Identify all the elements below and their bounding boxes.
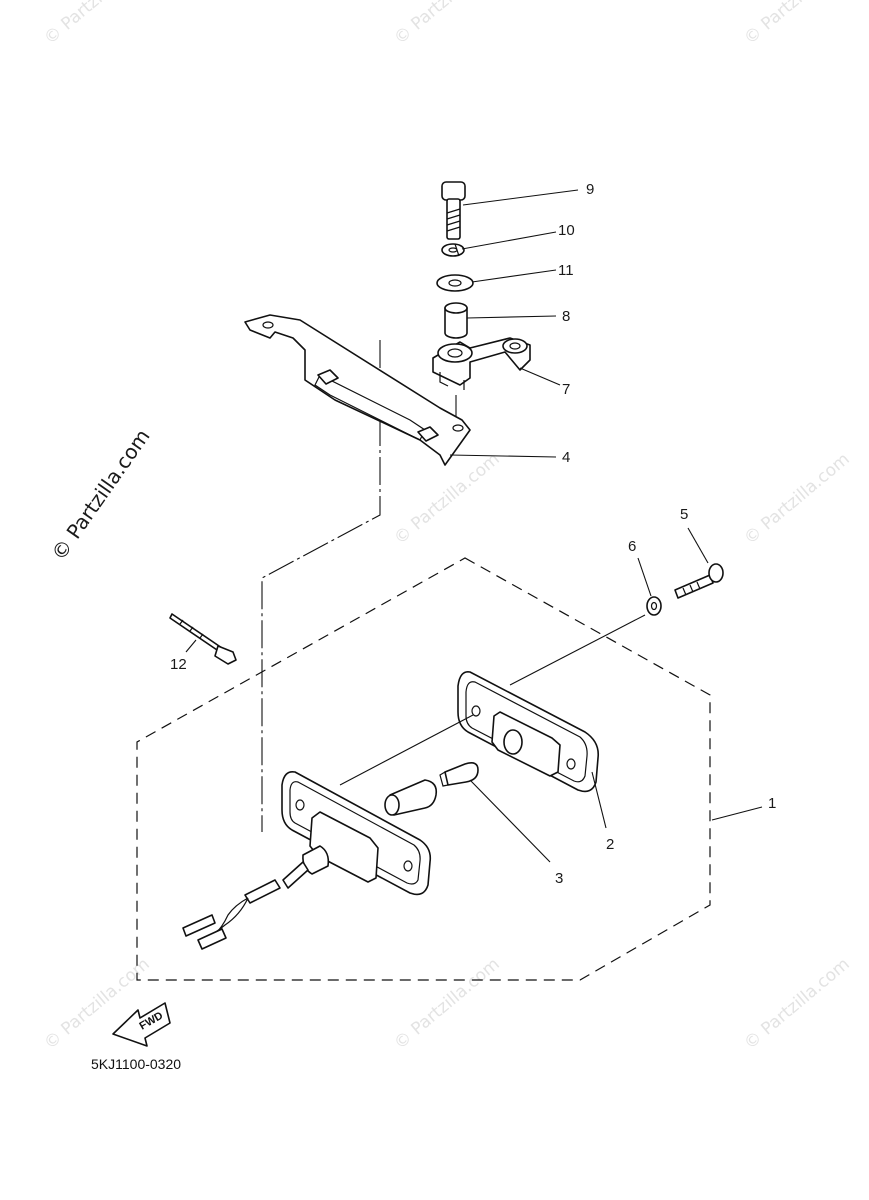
watermark-text: © Partzilla.com [390,449,503,549]
washer-11 [436,274,474,292]
callout-6[interactable]: 6 [628,538,636,555]
callout-5[interactable]: 5 [680,506,688,523]
screw-axis [509,614,646,686]
bracket-plate-4 [244,314,471,466]
callout-7[interactable]: 7 [562,381,570,398]
callout-10[interactable]: 10 [558,222,575,239]
lock-washer-10 [441,243,465,257]
watermark-text: © Partzilla.com [740,449,853,549]
fwd-arrow-icon: FWD [112,1002,171,1047]
callout-11[interactable]: 11 [558,262,574,279]
callouts: 9 10 11 8 7 4 5 6 12 1 2 3 [170,181,776,887]
lens-axis [339,714,474,786]
washer-6 [646,596,662,616]
watermark-text: © Partzilla.com [390,954,503,1054]
lens-cover-2 [457,670,600,793]
watermark-text: © Partzilla.com [740,0,853,49]
bracket-arm-7 [432,337,531,390]
watermark-text: © Partzilla.com [390,0,503,49]
callout-9[interactable]: 9 [586,181,594,198]
callout-8[interactable]: 8 [562,308,570,325]
diagram-code: 5KJ1100-0320 [91,1056,182,1072]
watermark-text: © Partzilla.com [40,0,153,49]
lamp-housing [182,770,438,950]
leader-lines [185,189,763,863]
screw-5 [674,563,724,599]
callout-3[interactable]: 3 [555,870,563,887]
watermark-text: © Partzilla.com [740,954,853,1054]
watermark-main: © Partzilla.com [46,425,154,565]
wire-route-line [261,340,381,832]
callout-2[interactable]: 2 [606,836,614,853]
callout-4[interactable]: 4 [562,449,570,466]
callout-1[interactable]: 1 [768,795,776,812]
cable-tie-12 [169,613,237,665]
watermark-layer: © Partzilla.com © Partzilla.com © Partzi… [40,0,853,1054]
collar-8 [444,302,468,339]
bolt-9 [441,181,466,240]
bulb-3 [439,762,479,787]
assembly-boundary [136,557,711,981]
callout-12[interactable]: 12 [170,656,187,673]
